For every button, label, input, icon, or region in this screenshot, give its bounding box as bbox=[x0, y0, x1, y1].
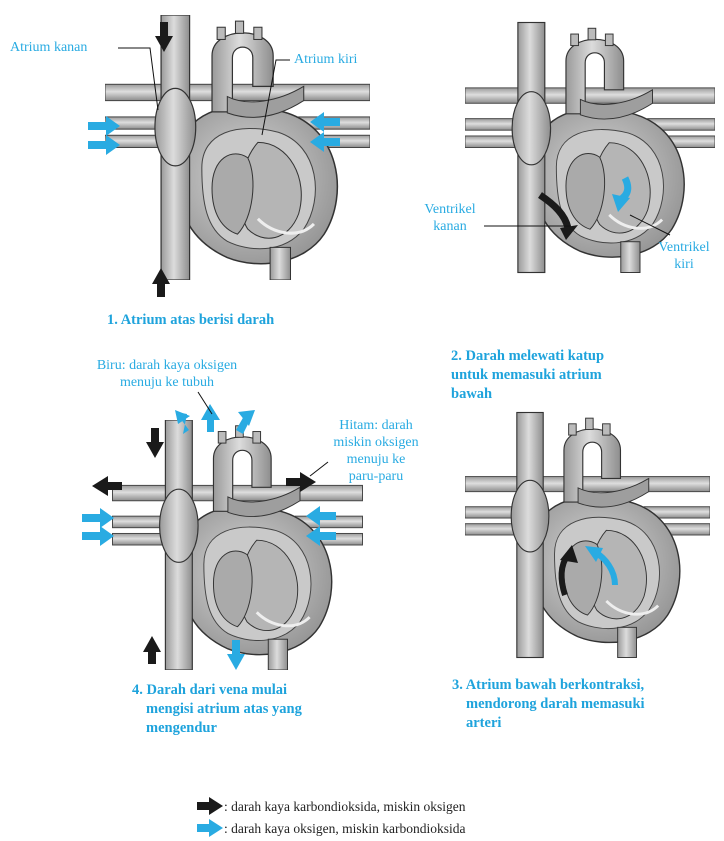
caption-step-4-line2: mengisi atrium atas yang bbox=[132, 700, 302, 719]
caption-step-2-line3: bawah bbox=[451, 385, 604, 404]
note-blue-line2: menuju ke tubuh bbox=[62, 374, 272, 391]
caption-step-3: 3. Atrium bawah berkontraksi, mendorong … bbox=[452, 676, 645, 733]
caption-step-4-line3: mengendur bbox=[132, 719, 302, 738]
label-right-ventricle: Ventrikel kanan bbox=[418, 201, 482, 235]
label-left-atrium: Atrium kiri bbox=[294, 51, 357, 68]
caption-step-3-line3: arteri bbox=[452, 714, 645, 733]
note-blue-oxygen-rich: Biru: darah kaya oksigen menuju ke tubuh bbox=[62, 357, 272, 391]
note-black-line1: Hitam: darah bbox=[328, 417, 424, 434]
label-right-ventricle-line1: Ventrikel bbox=[418, 201, 482, 218]
label-left-ventricle-line2: kiri bbox=[652, 256, 716, 273]
note-black-oxygen-poor: Hitam: darah miskin oksigen menuju ke pa… bbox=[328, 417, 424, 485]
label-left-ventricle-line1: Ventrikel bbox=[652, 239, 716, 256]
blue-arrows-right-4 bbox=[306, 506, 336, 546]
legend-black-text: : darah kaya karbondioksida, miskin oksi… bbox=[224, 798, 465, 815]
black-arrow-left-4 bbox=[92, 476, 122, 496]
caption-step-4: 4. Darah dari vena mulai mengisi atrium … bbox=[132, 681, 302, 738]
blue-arrows-up-out-4 bbox=[175, 404, 255, 434]
black-arrow-up-bottom-1 bbox=[152, 268, 170, 297]
legend-blue-text: : darah kaya oksigen, miskin karbondioks… bbox=[224, 820, 465, 837]
caption-step-2-line1: 2. Darah melewati katup bbox=[451, 347, 604, 366]
caption-step-3-line1: 3. Atrium bawah berkontraksi, bbox=[452, 676, 645, 695]
black-arrow-down-top-1 bbox=[155, 22, 173, 52]
label-left-ventricle: Ventrikel kiri bbox=[652, 239, 716, 273]
legend-black-arrow bbox=[197, 797, 223, 815]
caption-step-2-line2: untuk memasuki atrium bbox=[451, 366, 604, 385]
caption-step-4-line1: 4. Darah dari vena mulai bbox=[132, 681, 302, 700]
caption-step-3-line2: mendorong darah memasuki bbox=[452, 695, 645, 714]
label-right-ventricle-line2: kanan bbox=[418, 218, 482, 235]
black-arrow-up-bottom-4 bbox=[143, 636, 161, 664]
legend-blue-arrow bbox=[197, 819, 223, 837]
blue-arrow-down-bottom-4 bbox=[227, 640, 245, 670]
label-right-atrium: Atrium kanan bbox=[10, 39, 87, 56]
note-black-line4: paru-paru bbox=[328, 468, 424, 485]
black-arrow-down-top-4 bbox=[146, 428, 164, 458]
blue-arrows-left-1 bbox=[88, 116, 120, 155]
blue-arrows-left-4 bbox=[82, 508, 114, 546]
blue-arrows-right-1 bbox=[310, 112, 340, 152]
caption-step-1: 1. Atrium atas berisi darah bbox=[107, 311, 274, 330]
note-black-line2: miskin oksigen bbox=[328, 434, 424, 451]
note-blue-line1: Biru: darah kaya oksigen bbox=[62, 357, 272, 374]
caption-step-2: 2. Darah melewati katup untuk memasuki a… bbox=[451, 347, 604, 404]
note-black-line3: menuju ke bbox=[328, 451, 424, 468]
